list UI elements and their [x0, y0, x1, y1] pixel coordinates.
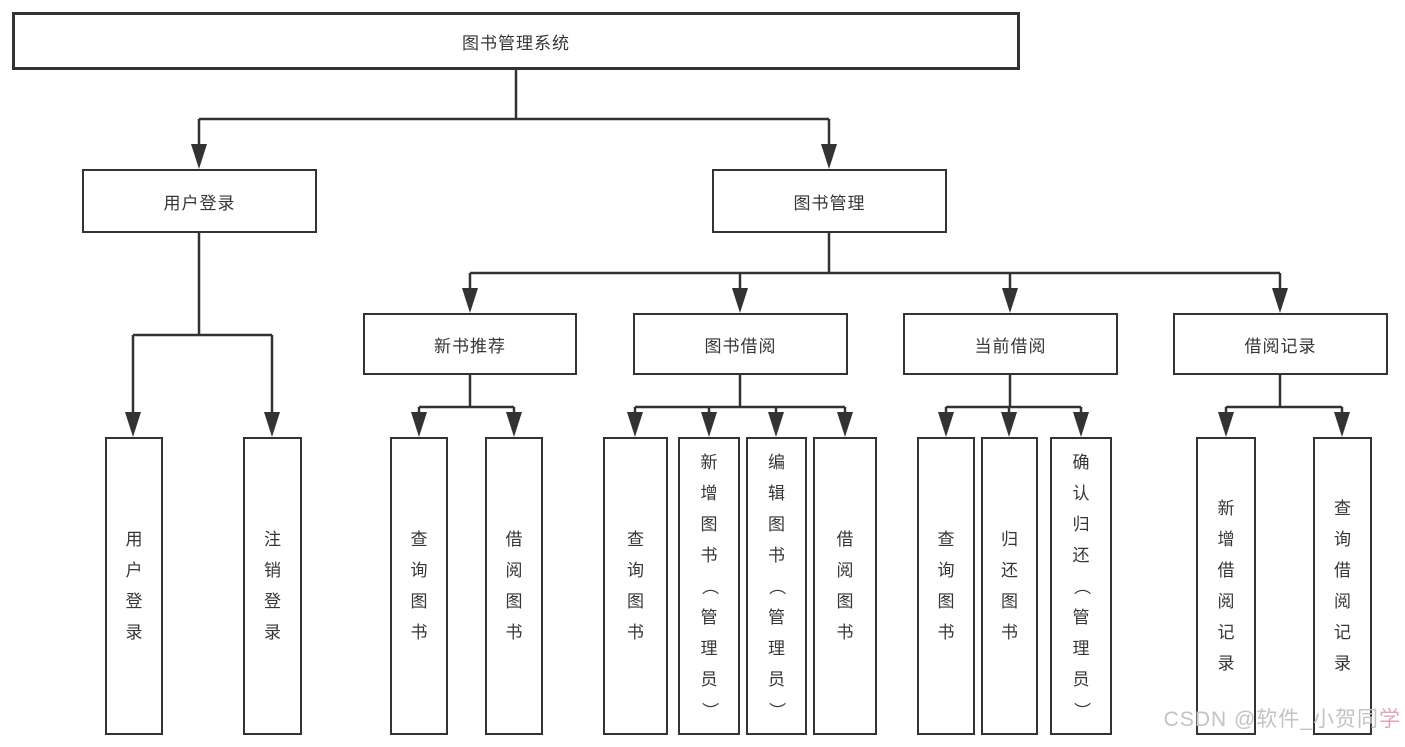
node-label: 图书管理系统: [462, 33, 570, 53]
leaf-borrow-books: 借阅图书: [813, 437, 877, 735]
leaf-add-books-admin: 新增图书（管理员）: [678, 437, 740, 735]
watermark-text: CSDN @软件_小贺同: [1163, 708, 1379, 731]
node-book-management-system: 图书管理系统: [12, 12, 1020, 70]
node-label: 当前借阅: [974, 336, 1047, 356]
leaf-user-login: 用户登录: [105, 437, 163, 735]
leaf-query-books-borrow: 查询图书: [603, 437, 668, 735]
leaf-edit-books-admin: 编辑图书（管理员）: [746, 437, 807, 735]
leaf-return-books: 归还图书: [981, 437, 1038, 735]
csdn-watermark: CSDN @软件_小贺同学: [1164, 703, 1401, 733]
node-borrow-records: 借阅记录: [1173, 313, 1388, 375]
leaf-query-borrow-record: 查询借阅记录: [1313, 437, 1372, 735]
node-book-management: 图书管理: [712, 169, 947, 233]
node-user-login: 用户登录: [82, 169, 317, 233]
node-label: 图书借阅: [704, 336, 777, 356]
watermark-accent: 学: [1379, 708, 1401, 731]
node-label: 新书推荐: [434, 336, 506, 356]
node-label: 用户登录: [163, 193, 236, 213]
leaf-logout: 注销登录: [243, 437, 302, 735]
node-current-borrow: 当前借阅: [903, 313, 1118, 375]
node-label: 图书管理: [793, 193, 866, 213]
leaf-confirm-return-admin: 确认归还（管理员）: [1050, 437, 1112, 735]
leaf-query-books-current: 查询图书: [917, 437, 975, 735]
node-label: 借阅记录: [1244, 336, 1317, 356]
node-new-book-recommend: 新书推荐: [363, 313, 577, 375]
leaf-add-borrow-record: 新增借阅记录: [1196, 437, 1256, 735]
leaf-borrow-books-recommend: 借阅图书: [485, 437, 543, 735]
node-book-borrow: 图书借阅: [633, 313, 848, 375]
leaf-query-books-recommend: 查询图书: [390, 437, 448, 735]
